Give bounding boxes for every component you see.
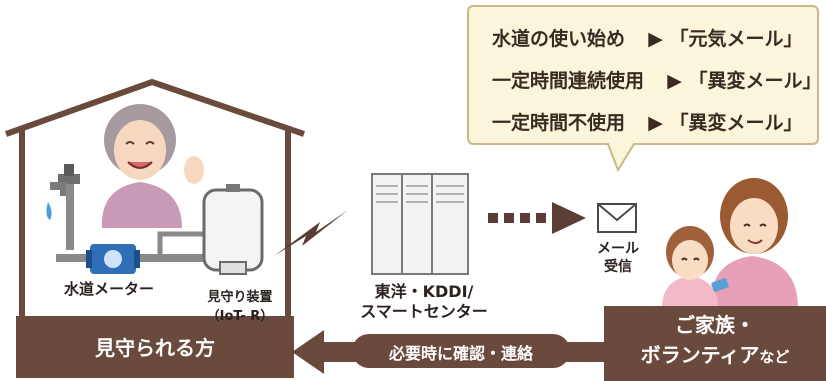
- return-arrow-label: 必要時に確認・連絡: [388, 344, 533, 363]
- bubble-row-event: 一定時間不使用: [492, 112, 626, 134]
- family-label-suffix: など: [759, 348, 790, 366]
- center-label-line1: 東洋・KDDI/: [374, 282, 474, 301]
- water-meter-label: 水道メーター: [64, 280, 155, 298]
- play-arrow-icon: ▶: [648, 28, 663, 50]
- return-arrow-pill: [352, 334, 570, 368]
- bubble-row-mail: 「異変メール」: [688, 70, 822, 92]
- bubble-row-2: 一定時間連続使用 ▶ 「異変メール」: [492, 66, 822, 93]
- wireless-signal-icon: [274, 210, 348, 256]
- bubble-row-1: 水道の使い始め ▶ 「元気メール」: [492, 24, 803, 51]
- family-illustration: [662, 178, 798, 308]
- play-arrow-icon: ▶: [648, 112, 663, 134]
- device-label-line1: 見守り装置: [207, 290, 273, 305]
- mail-label-line1: メール: [597, 241, 639, 257]
- bubble-row-mail: 「異変メール」: [669, 112, 803, 134]
- family-label-line2: ボランティアなど: [604, 340, 826, 372]
- watched-person-label: 見守られる方: [95, 336, 215, 360]
- dashed-arrow: [488, 202, 586, 234]
- monitoring-device-icon: [202, 184, 264, 275]
- device-label: 見守り装置 （IoT- R）: [190, 286, 290, 324]
- bubble-row-mail: 「元気メール」: [669, 28, 803, 50]
- phone-icon: [711, 278, 729, 292]
- mail-label-line2: 受信: [604, 259, 632, 275]
- server-icon: [371, 173, 469, 275]
- family-label: ご家族・ ボランティアなど: [604, 310, 826, 372]
- device-label-line2: （IoT- R）: [206, 309, 274, 324]
- elderly-person-icon: [101, 104, 204, 228]
- bubble-row-event: 水道の使い始め: [492, 28, 626, 50]
- play-arrow-icon: ▶: [667, 70, 682, 92]
- speech-bubble: [467, 5, 819, 173]
- mother-icon: [711, 178, 798, 308]
- faucet-icon: [46, 164, 80, 220]
- bubble-row-event: 一定時間連続使用: [492, 70, 645, 92]
- bubble-row-3: 一定時間不使用 ▶ 「異変メール」: [492, 108, 803, 135]
- family-label-box: [604, 306, 826, 381]
- center-label: 東洋・KDDI/ スマートセンター: [358, 282, 490, 322]
- family-label-line1: ご家族・: [675, 313, 755, 337]
- center-label-line2: スマートセンター: [360, 302, 488, 321]
- house-illustration: [4, 79, 305, 378]
- envelope-icon: [597, 203, 637, 233]
- child-icon: [662, 226, 729, 308]
- water-meter-icon: [86, 244, 140, 274]
- family-label-main: ボランティア: [640, 343, 760, 367]
- mail-label: メール 受信: [588, 240, 648, 276]
